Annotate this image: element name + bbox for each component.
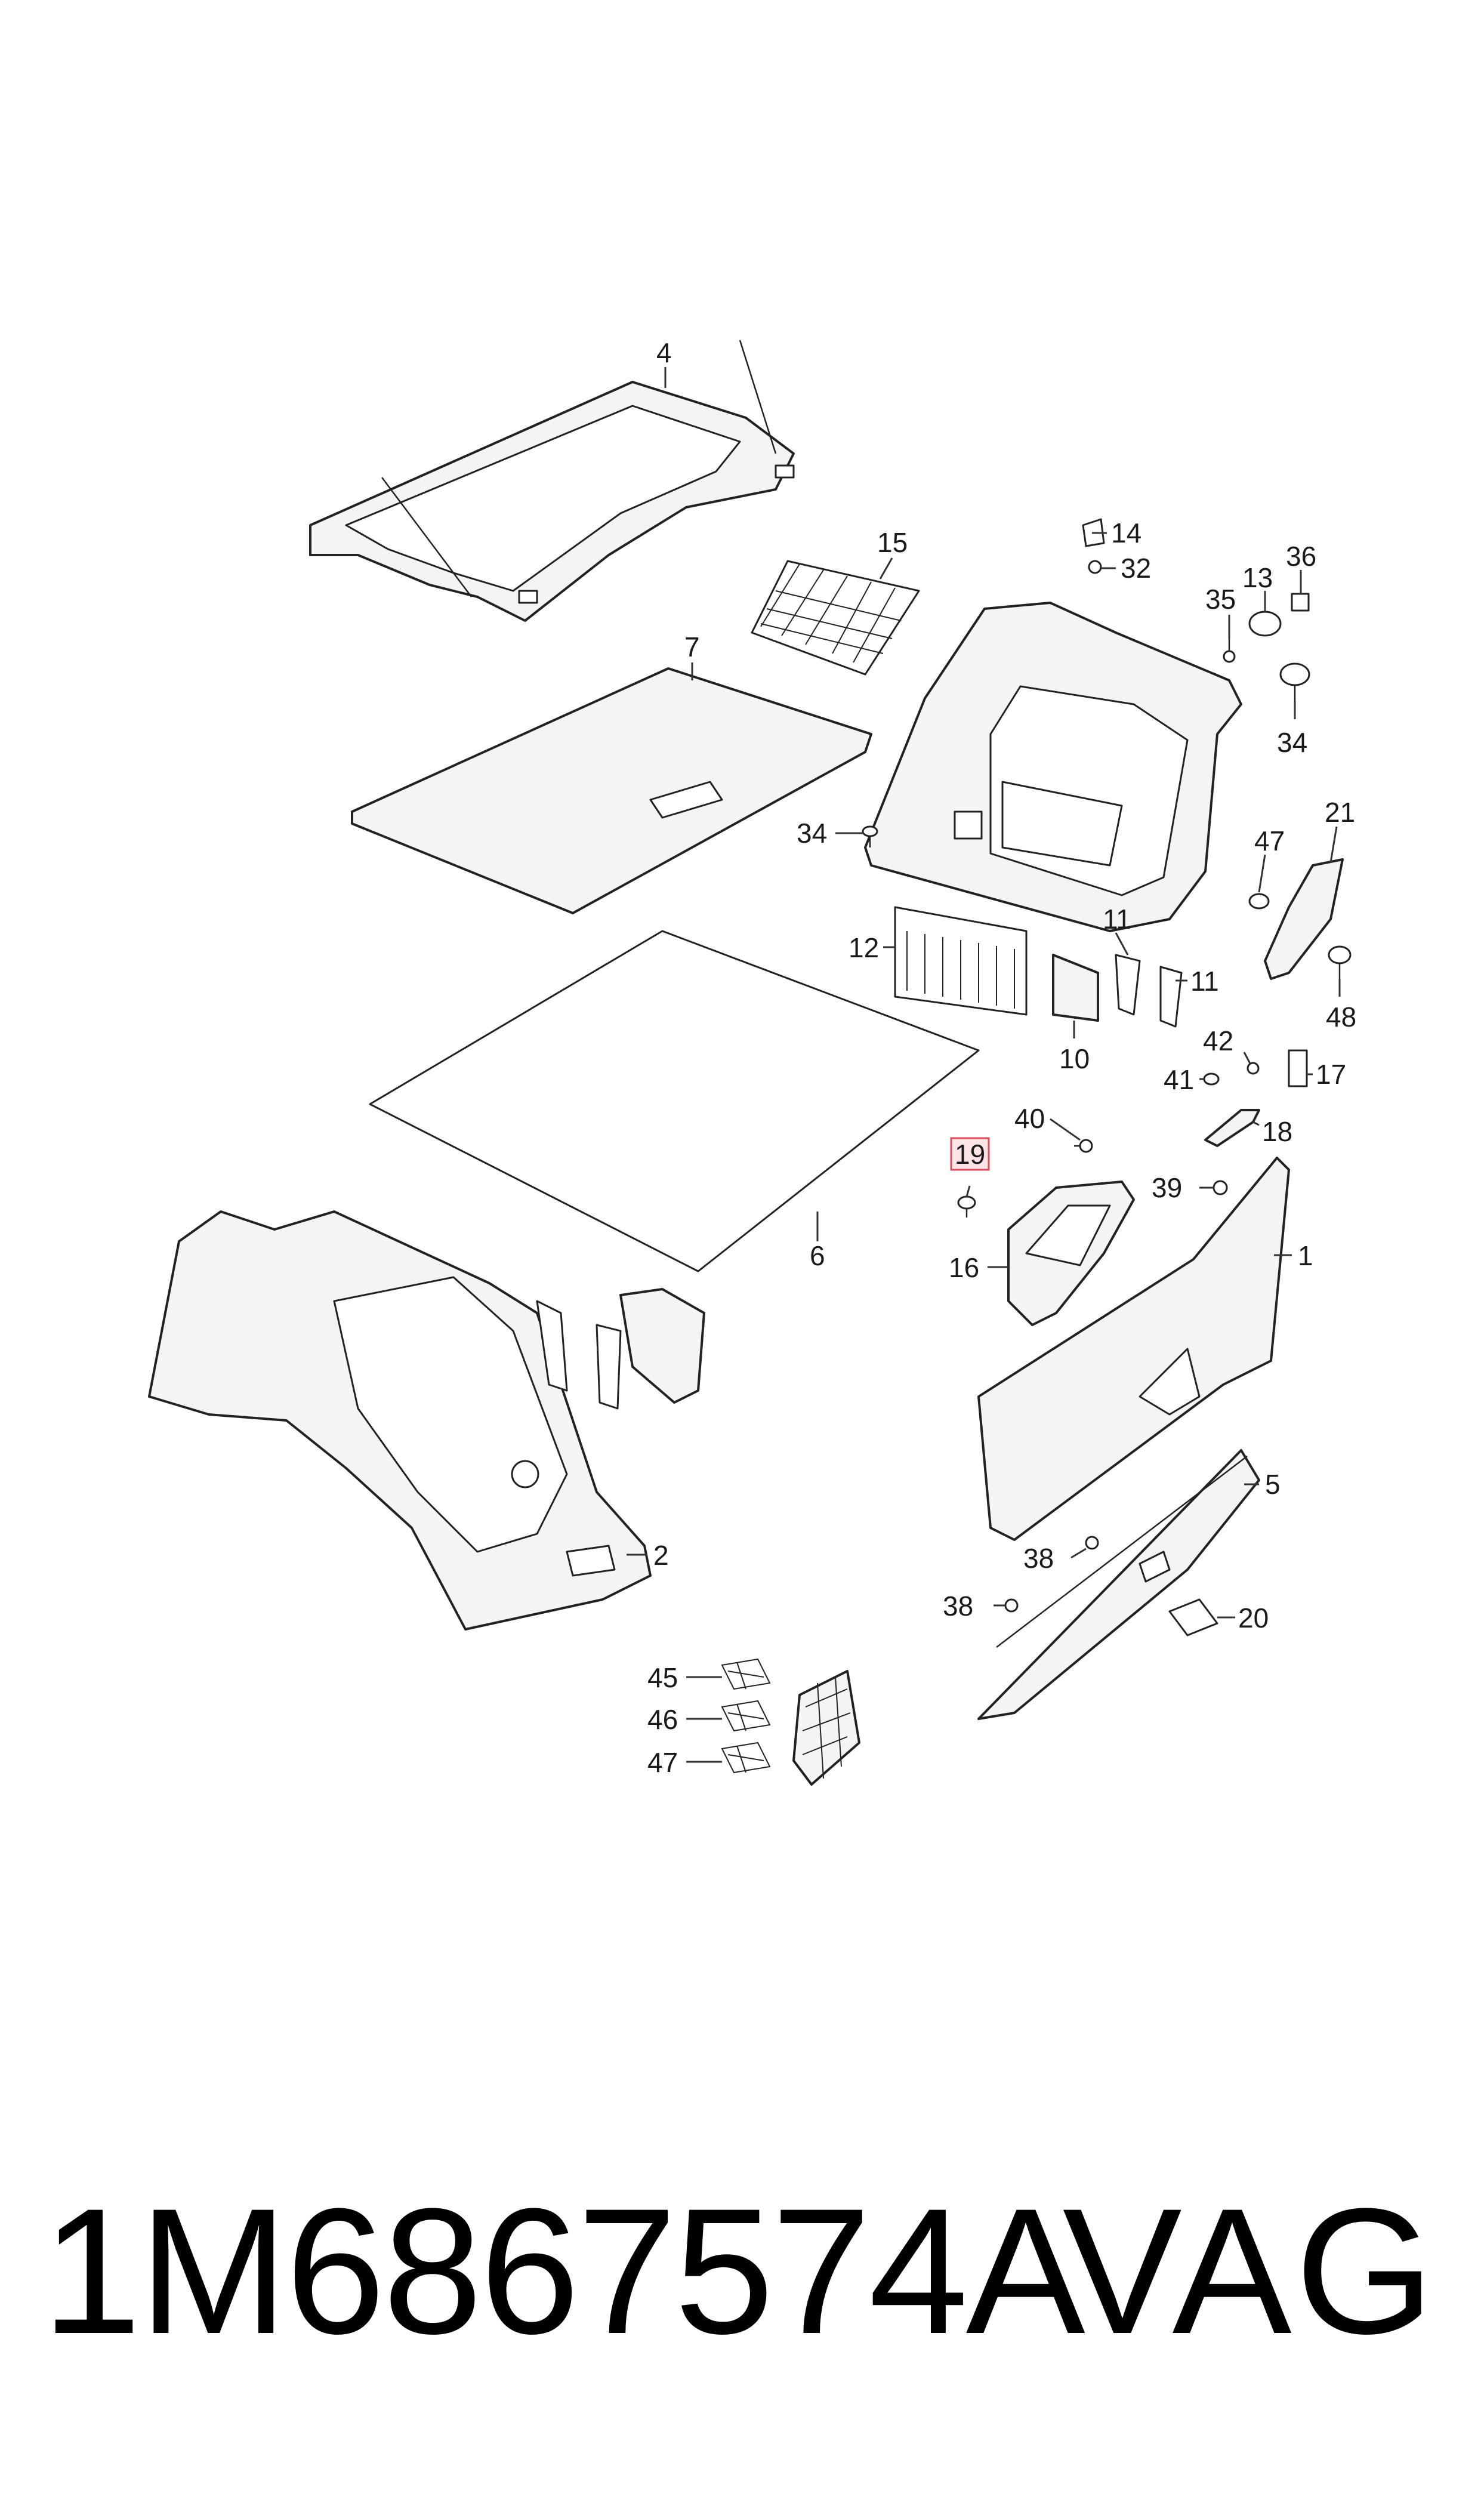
part-38-screw-b	[1004, 1598, 1019, 1613]
callout-46: 46	[647, 1704, 678, 1735]
callout-32: 32	[1121, 553, 1151, 584]
callout-35: 35	[1205, 584, 1236, 615]
callout-21: 21	[1325, 797, 1355, 828]
part-12-foam	[894, 906, 1028, 1016]
footer: 1M6867574A VAG	[36, 2172, 1456, 2369]
callout-15: 15	[877, 527, 908, 558]
part-2-left-side-trim	[148, 1210, 652, 1631]
callout-1: 1	[1298, 1240, 1313, 1271]
part-47-net-clip	[721, 1742, 771, 1774]
part-40-screw	[1074, 1139, 1093, 1153]
part-storage-bag	[792, 1670, 860, 1786]
callout-19: 19	[955, 1139, 985, 1170]
callout-5: 5	[1265, 1469, 1281, 1500]
part-48-fastener	[1328, 945, 1352, 979]
part-6-floor-mat	[369, 930, 980, 1272]
part-20-plate	[1168, 1598, 1218, 1636]
callout-38-b: 38	[943, 1591, 973, 1622]
part-16-housing	[1007, 1181, 1135, 1326]
callout-10: 10	[1059, 1043, 1090, 1074]
part-42-screw	[1247, 1062, 1260, 1075]
callout-11-a: 11	[1103, 904, 1131, 935]
callout-11-b: 11	[1190, 966, 1219, 997]
callout-38-a: 38	[1023, 1543, 1054, 1574]
callout-19-highlight	[950, 1137, 990, 1171]
callout-17: 17	[1316, 1059, 1346, 1090]
leader-lines	[627, 367, 1341, 1763]
callout-47-bottom: 47	[647, 1747, 678, 1778]
part-11-bracket-a	[1115, 954, 1141, 1016]
part-4-parcel-shelf	[309, 340, 795, 622]
callout-6: 6	[810, 1240, 825, 1271]
part-13-cap	[1248, 611, 1282, 637]
part-bracket-left-b	[596, 1324, 622, 1410]
part-7-floor-board	[351, 667, 872, 914]
part-15-cargo-net	[751, 560, 920, 676]
part-38-screw-a	[1085, 1536, 1099, 1550]
callout-42: 42	[1203, 1025, 1233, 1056]
callout-14: 14	[1111, 517, 1141, 548]
callout-47-right: 47	[1254, 825, 1285, 856]
part-bracket-left-a	[536, 1300, 568, 1392]
part-41-clip	[1203, 1072, 1220, 1086]
part-19-clip	[957, 1195, 976, 1218]
part-35-screw	[1223, 639, 1236, 663]
part-17-cover	[1288, 1049, 1308, 1087]
callout-13: 13	[1242, 562, 1273, 593]
part-bracket-left-c	[619, 1288, 705, 1404]
callout-4: 4	[656, 337, 672, 368]
callout-45: 45	[647, 1662, 678, 1693]
callout-36: 36	[1286, 541, 1316, 572]
callout-34-left: 34	[797, 818, 827, 849]
callout-12: 12	[849, 932, 879, 963]
part-39-clip	[1213, 1180, 1228, 1195]
part-10-cover	[1052, 954, 1099, 1022]
part-32-nut	[1088, 560, 1102, 574]
callout-labels: 4 15 14 32 36 13 35 7 34 34 21 47 12 11 …	[647, 337, 1356, 1778]
callout-2: 2	[653, 1540, 669, 1571]
callout-7: 7	[684, 631, 700, 662]
part-36-clip	[1291, 593, 1310, 612]
callout-40: 40	[1014, 1103, 1045, 1134]
callout-18: 18	[1262, 1116, 1292, 1147]
part-5-sill-panel	[977, 1449, 1260, 1720]
part-34-clip-right	[1279, 662, 1310, 701]
part-34-clip-left	[862, 825, 878, 847]
callout-39: 39	[1152, 1172, 1182, 1203]
part-45-net-clip	[721, 1658, 771, 1690]
callout-16: 16	[949, 1252, 979, 1283]
part-11-bracket-b	[1159, 966, 1183, 1028]
callout-34-right: 34	[1277, 727, 1307, 758]
part-18-rod	[1204, 1109, 1260, 1147]
part-number: 1M6867574A	[42, 2171, 1085, 2371]
callout-48: 48	[1326, 1001, 1356, 1032]
part-right-side-trim	[864, 602, 1242, 932]
part-1-tailgate-trim	[977, 1157, 1290, 1541]
callout-20: 20	[1238, 1602, 1269, 1633]
callout-41: 41	[1164, 1064, 1194, 1095]
part-46-net-clip	[721, 1700, 771, 1732]
part-21-bracket	[1264, 858, 1344, 980]
part-47-fastener	[1248, 893, 1270, 910]
brand-label: VAG	[1062, 2171, 1438, 2371]
